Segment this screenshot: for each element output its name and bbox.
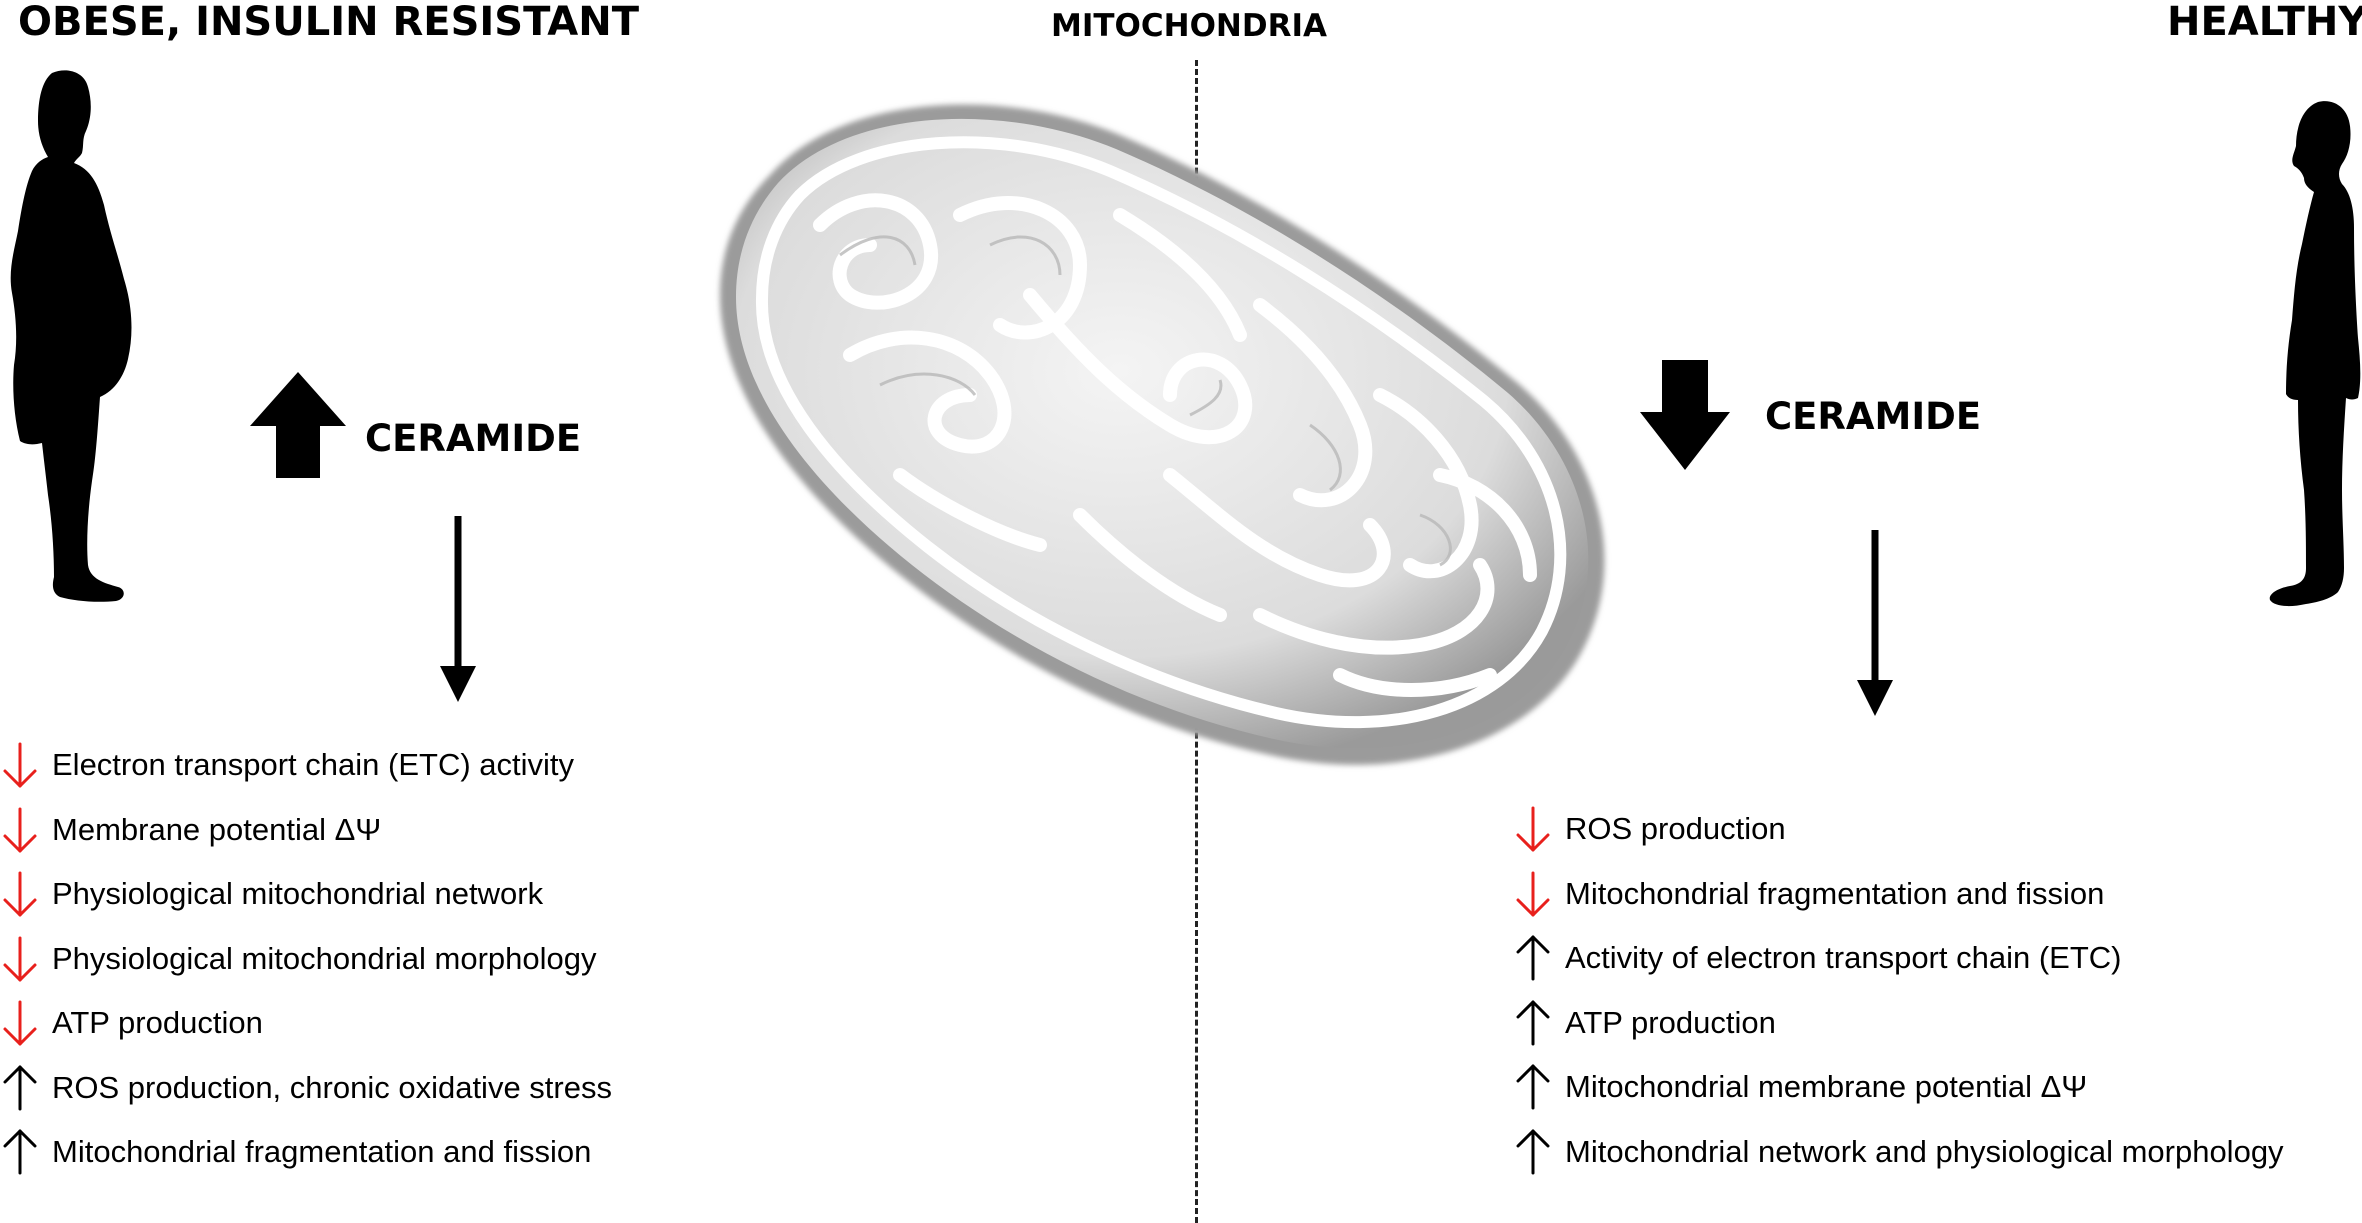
left-ceramide-label: CERAMIDE [365, 417, 582, 460]
thin-arrow-down-icon [440, 516, 476, 702]
thin-arrow-down-icon [1857, 530, 1893, 716]
right-effect-item: ATP production [1515, 991, 2284, 1056]
arrow-down-icon [2, 870, 38, 918]
arrow-down-icon [1515, 805, 1551, 853]
left-effect-text: ROS production, chronic oxidative stress [52, 1069, 612, 1105]
arrow-up-icon [1515, 934, 1551, 982]
left-effect-item: Electron transport chain (ETC) activity [2, 733, 612, 798]
left-effect-text: Physiological mitochondrial morphology [52, 940, 597, 976]
thick-arrow-up-icon [250, 372, 346, 478]
right-ceramide-label: CERAMIDE [1765, 395, 1982, 438]
right-effect-text: ROS production [1565, 811, 1786, 847]
thick-arrow-down-icon [1640, 360, 1730, 470]
left-effect-item: ROS production, chronic oxidative stress [2, 1056, 612, 1121]
arrow-down-icon [2, 806, 38, 854]
arrow-up-icon [1515, 1128, 1551, 1176]
obese-person-silhouette-icon [10, 70, 132, 602]
arrow-down-icon [1515, 870, 1551, 918]
left-effect-text: Physiological mitochondrial network [52, 876, 544, 912]
left-effect-text: Membrane potential ΔΨ [52, 811, 382, 847]
mitochondrion-illustration [720, 104, 1605, 765]
arrow-down-icon [2, 999, 38, 1047]
right-effect-text: Mitochondrial network and physiological … [1565, 1133, 2284, 1169]
left-effect-item: Mitochondrial fragmentation and fission [2, 1120, 612, 1185]
arrow-up-icon [2, 1064, 38, 1112]
left-effect-item: Physiological mitochondrial network [2, 862, 612, 927]
left-effect-text: ATP production [52, 1005, 263, 1041]
right-effect-item: Mitochondrial membrane potential ΔΨ [1515, 1055, 2284, 1120]
arrow-down-icon [2, 935, 38, 983]
right-effect-text: Mitochondrial membrane potential ΔΨ [1565, 1069, 2088, 1105]
right-effect-item: ROS production [1515, 797, 2284, 862]
right-panel-title: HEALTHY [2167, 0, 2362, 45]
arrow-up-icon [2, 1128, 38, 1176]
arrow-up-icon [1515, 1063, 1551, 1111]
right-effect-text: Activity of electron transport chain (ET… [1565, 940, 2122, 976]
center-title: MITOCHONDRIA [1051, 8, 1328, 44]
left-effect-item: Physiological mitochondrial morphology [2, 927, 612, 992]
healthy-person-silhouette-icon [2269, 101, 2361, 607]
left-effect-item: ATP production [2, 991, 612, 1056]
left-effect-text: Mitochondrial fragmentation and fission [52, 1134, 592, 1170]
arrow-up-icon [1515, 999, 1551, 1047]
right-effect-item: Activity of electron transport chain (ET… [1515, 926, 2284, 991]
left-effect-text: Electron transport chain (ETC) activity [52, 747, 575, 783]
left-panel-title: OBESE, INSULIN RESISTANT [18, 0, 640, 45]
right-effect-item: Mitochondrial fragmentation and fission [1515, 862, 2284, 927]
right-effect-item: Mitochondrial network and physiological … [1515, 1120, 2284, 1185]
right-effect-text: ATP production [1565, 1004, 1776, 1040]
left-effect-item: Membrane potential ΔΨ [2, 798, 612, 863]
arrow-down-icon [2, 741, 38, 789]
right-effect-text: Mitochondrial fragmentation and fission [1565, 875, 2105, 911]
